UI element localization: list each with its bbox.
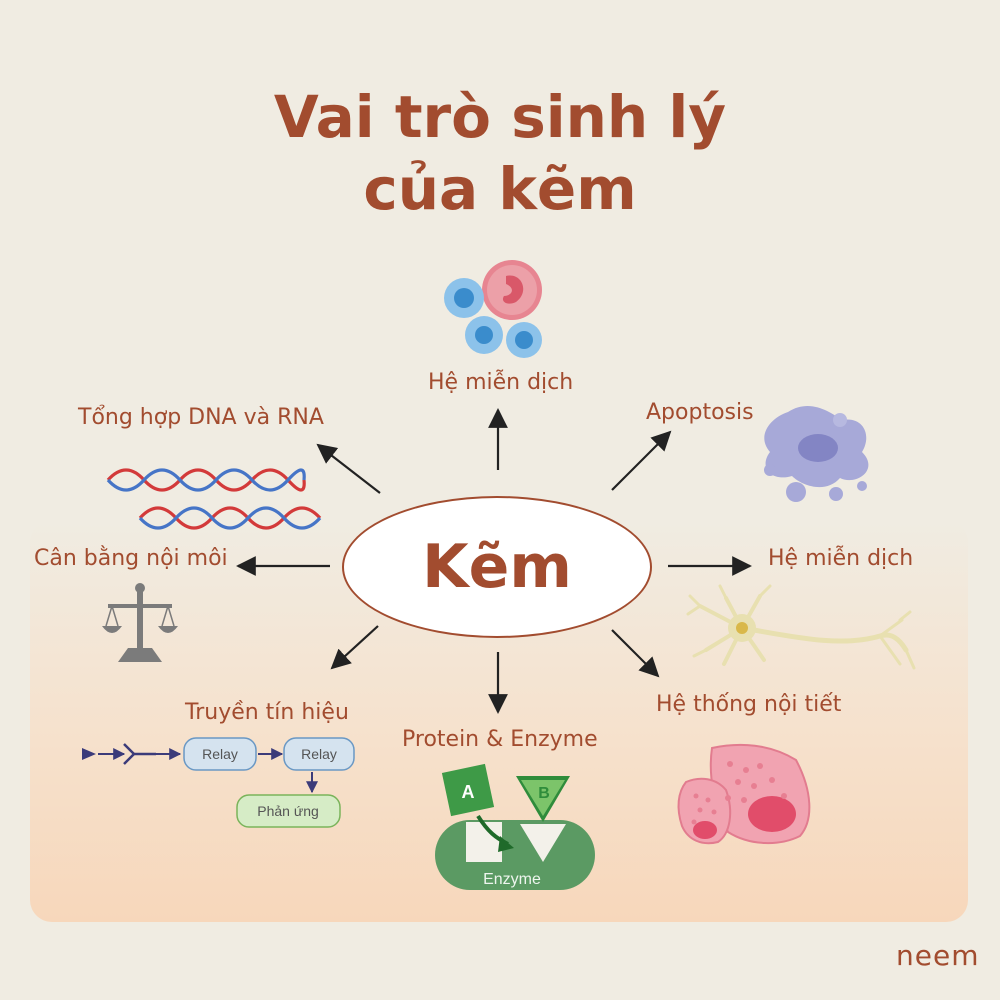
arrow-to-dna-rna xyxy=(316,443,381,494)
arrow-to-signaling xyxy=(330,625,379,670)
enzyme-label: Enzyme xyxy=(483,871,541,888)
node-protein-enzyme: Protein & Enzyme xyxy=(402,727,598,752)
arrow-to-apoptosis xyxy=(611,430,672,491)
scale-illustration xyxy=(102,583,178,662)
node-apoptosis: Apoptosis xyxy=(646,400,754,425)
relay-label-2: Relay xyxy=(301,746,337,762)
enzyme-substrate-a: A xyxy=(462,782,475,802)
dna-illustration xyxy=(106,468,322,530)
enzyme-substrate-b: B xyxy=(538,785,550,802)
arrows xyxy=(236,408,752,714)
arrow-to-endocrine xyxy=(611,629,660,678)
node-signaling: Truyền tín hiệu xyxy=(185,700,349,725)
center-label: Kẽm xyxy=(422,532,572,602)
node-endocrine: Hệ thống nội tiết xyxy=(656,692,842,717)
page-title-line1: Vai trò sinh lý xyxy=(273,83,727,151)
node-homeostasis: Cân bằng nội môi xyxy=(34,546,228,571)
enzyme-illustration: A B Enzyme xyxy=(435,763,595,890)
response-label: Phản ứng xyxy=(257,803,319,819)
center-node: Kẽm xyxy=(342,496,652,638)
relay-box-1 xyxy=(183,737,257,771)
node-immune-right: Hệ miễn dịch xyxy=(768,546,914,571)
apoptosis-illustration xyxy=(764,406,869,502)
neuron-illustration xyxy=(686,584,916,670)
node-immune-top: Hệ miễn dịch xyxy=(428,370,574,395)
signaling-illustration: Relay Relay Phản ứng xyxy=(82,737,355,828)
brand-logo: neem xyxy=(896,939,980,972)
relay-box-2 xyxy=(283,737,355,771)
node-dna-rna: Tổng hợp DNA và RNA xyxy=(78,405,324,430)
page-title-line2: của kẽm xyxy=(363,155,637,223)
endocrine-illustration xyxy=(677,743,811,845)
immune-cells-illustration xyxy=(444,260,542,358)
relay-label-1: Relay xyxy=(202,746,238,762)
response-box xyxy=(236,794,341,828)
